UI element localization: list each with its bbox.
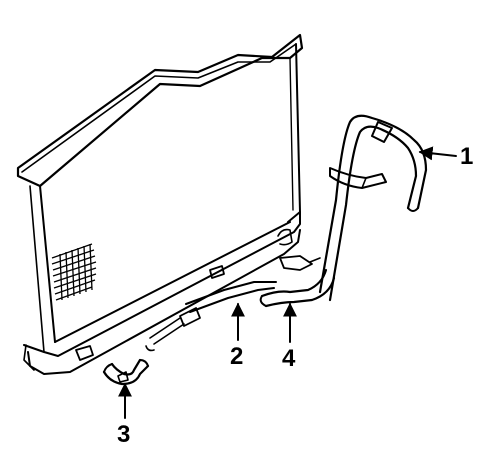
callout-4: 4 (282, 302, 297, 372)
callout-2-label: 2 (230, 343, 243, 370)
part-4-lower-hose (259, 255, 336, 308)
callout-3: 3 (117, 382, 132, 448)
radiator-core-fins (51, 243, 97, 301)
part-2-hose-tube (145, 281, 277, 352)
callout-2: 2 (230, 302, 245, 370)
callout-1: 1 (418, 143, 473, 170)
part-1-upper-hose (318, 114, 428, 302)
callout-4-label: 4 (282, 345, 296, 372)
callout-1-leader (418, 146, 457, 161)
callout-3-label: 3 (117, 421, 130, 448)
radiator (16, 33, 304, 375)
callout-1-label: 1 (460, 143, 473, 170)
part-3-elbow-hose (102, 358, 150, 386)
